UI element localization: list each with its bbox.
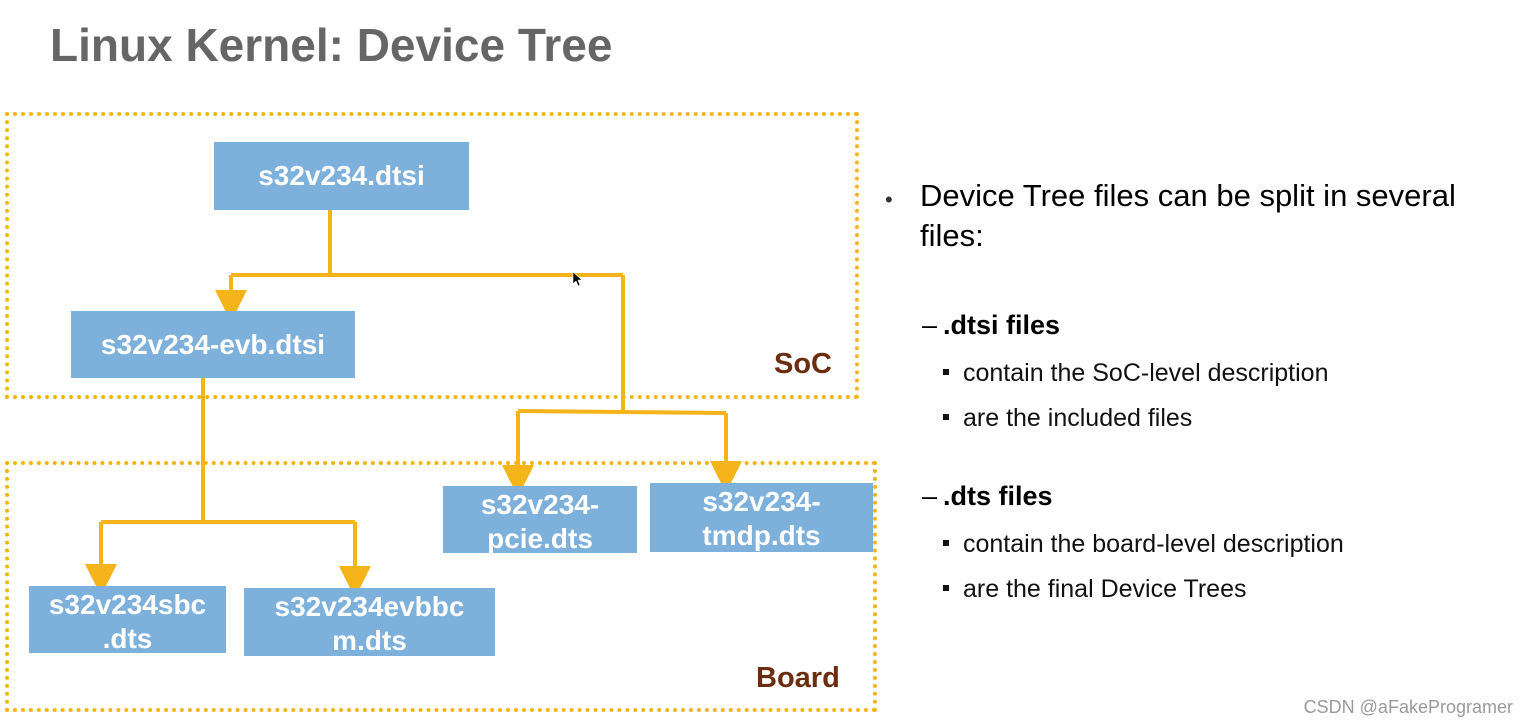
soc-region <box>5 112 859 399</box>
square-bullet-icon <box>943 414 949 421</box>
section-dts-heading-text: .dts files <box>943 481 1053 511</box>
main-bullet-text: Device Tree files can be split in severa… <box>920 178 1456 253</box>
section-dtsi-item: contain the SoC-level description <box>943 359 1328 388</box>
node-evb-line-1: s32v234-evb.dtsi <box>100 328 326 360</box>
node-s32v234-tmdp-dts: s32v234- tmdp.dts <box>650 483 873 552</box>
node-evbbcm-line-1: s32v234evbbc <box>274 591 465 622</box>
square-bullet-icon <box>943 585 949 592</box>
board-region <box>5 461 877 712</box>
bullet-dot-icon: • <box>885 187 893 212</box>
node-sbc-line-2: .dts <box>102 623 153 653</box>
square-bullet-icon <box>943 369 949 376</box>
mouse-cursor-icon <box>572 271 583 287</box>
section-dts-item-2-text: are the final Device Trees <box>963 575 1247 603</box>
section-dtsi-heading-text: .dtsi files <box>943 310 1061 340</box>
section-dtsi-heading: –.dtsi files <box>922 310 1060 341</box>
watermark: CSDN @aFakeProgramer <box>1303 697 1513 717</box>
connector-right-bar <box>517 409 727 415</box>
node-s32v234evbbcm-dts: s32v234evbbc m.dts <box>244 588 495 656</box>
board-region-label: Board <box>756 662 840 694</box>
section-dtsi-item-1-text: contain the SoC-level description <box>963 359 1329 387</box>
section-dts-item: contain the board-level description <box>943 530 1344 559</box>
node-s32v234-pcie-dts: s32v234- pcie.dts <box>443 486 637 553</box>
square-bullet-icon <box>943 540 949 547</box>
node-root-line-1: s32v234.dtsi <box>258 160 425 191</box>
section-dts-heading: –.dts files <box>922 481 1053 512</box>
dash-icon: – <box>922 310 938 340</box>
node-s32v234-evb-dtsi: s32v234-evb.dtsi <box>71 311 355 378</box>
node-s32v234-dtsi: s32v234.dtsi <box>214 142 469 210</box>
section-dts-item: are the final Device Trees <box>943 575 1246 604</box>
section-dtsi-item: are the included files <box>943 404 1192 433</box>
node-tmdp-line-2: tmdp.dts <box>702 520 821 551</box>
node-sbc-line-1: s32v234sbc <box>48 589 207 620</box>
node-evbbcm-line-2: m.dts <box>332 625 407 656</box>
dash-icon: – <box>922 481 938 511</box>
section-dts-item-1-text: contain the board-level description <box>963 530 1344 558</box>
section-dtsi-item-2-text: are the included files <box>963 404 1193 432</box>
node-pcie-line-2: pcie.dts <box>487 523 593 553</box>
node-pcie-line-1: s32v234- <box>480 489 600 520</box>
soc-region-label: SoC <box>774 348 832 380</box>
node-s32v234sbc-dts: s32v234sbc .dts <box>29 586 226 653</box>
slide-title: Linux Kernel: Device Tree <box>50 19 613 71</box>
node-tmdp-line-1: s32v234- <box>702 486 821 517</box>
